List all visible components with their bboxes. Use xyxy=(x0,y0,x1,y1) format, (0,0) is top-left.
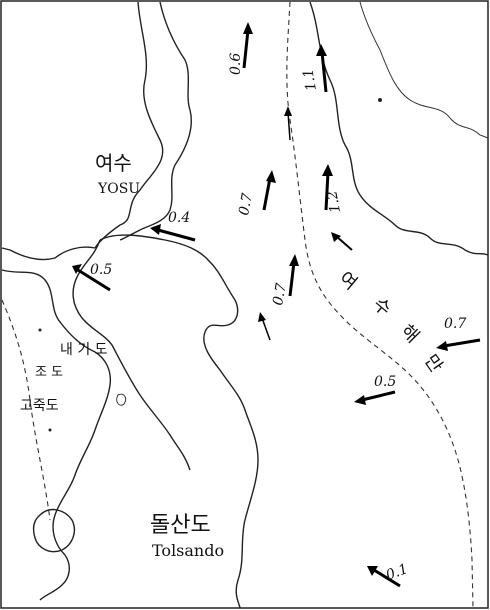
central-peninsula xyxy=(119,1,192,241)
svg-text:0.1: 0.1 xyxy=(384,561,410,584)
current-arrow: 1.1 xyxy=(300,44,328,93)
jodo-label: 조 도 xyxy=(35,365,63,380)
current-arrow: 0.6 xyxy=(228,22,253,75)
current-arrow: 0.5 xyxy=(72,262,112,292)
svg-text:0.4: 0.4 xyxy=(168,210,190,226)
svg-text:0.7: 0.7 xyxy=(236,192,256,217)
small-island-south xyxy=(32,508,76,553)
svg-text:0.5: 0.5 xyxy=(90,262,112,278)
islet xyxy=(116,393,127,406)
islet xyxy=(378,98,382,102)
islet xyxy=(38,328,42,332)
dolsando-west-coast xyxy=(72,239,191,471)
current-arrow: 0.4 xyxy=(150,210,196,242)
tolsando-label-ko: 돌산도 xyxy=(150,513,211,538)
tolsando-label-en: Tolsando xyxy=(152,541,224,560)
yosu-label-ko: 여수 xyxy=(95,151,132,175)
yosu-coastline xyxy=(94,1,164,249)
minor-current-arrow xyxy=(331,232,353,251)
east-coast-inner xyxy=(359,1,489,139)
east-coastline xyxy=(309,1,489,256)
svg-text:0.5: 0.5 xyxy=(374,374,396,390)
svg-text:0.6: 0.6 xyxy=(228,53,244,75)
dolsando-island xyxy=(99,234,259,609)
bay-char-2: 수 xyxy=(369,294,395,321)
current-arrow: 1.2 xyxy=(322,164,344,214)
svg-text:0.7: 0.7 xyxy=(444,316,466,332)
gojukdo-label: 고죽도 xyxy=(20,398,59,414)
minor-current-arrow xyxy=(258,312,271,341)
western-dash xyxy=(1,299,51,521)
svg-text:0.7: 0.7 xyxy=(270,282,290,307)
islet xyxy=(48,428,52,432)
current-arrow: 0.7 xyxy=(236,170,276,217)
channel-boundary xyxy=(286,1,474,609)
bay-char-4: 만 xyxy=(420,351,447,377)
svg-text:1.1: 1.1 xyxy=(300,67,320,92)
bay-char-1: 여 xyxy=(335,268,361,295)
yosu-label-en: YOSU xyxy=(97,181,140,197)
current-arrow: 0.7 xyxy=(270,254,299,307)
yosu-coast-detail xyxy=(1,246,96,261)
current-arrow: 0.5 xyxy=(354,374,396,405)
minor-current-arrow xyxy=(284,106,292,141)
western-islands xyxy=(1,269,112,601)
naegido-label: 내 기 도 xyxy=(60,342,108,358)
current-arrow: 0.7 xyxy=(436,316,481,351)
current-arrow: 0.1 xyxy=(367,561,410,588)
bay-char-3: 해 xyxy=(396,321,423,348)
svg-text:1.2: 1.2 xyxy=(324,189,344,214)
